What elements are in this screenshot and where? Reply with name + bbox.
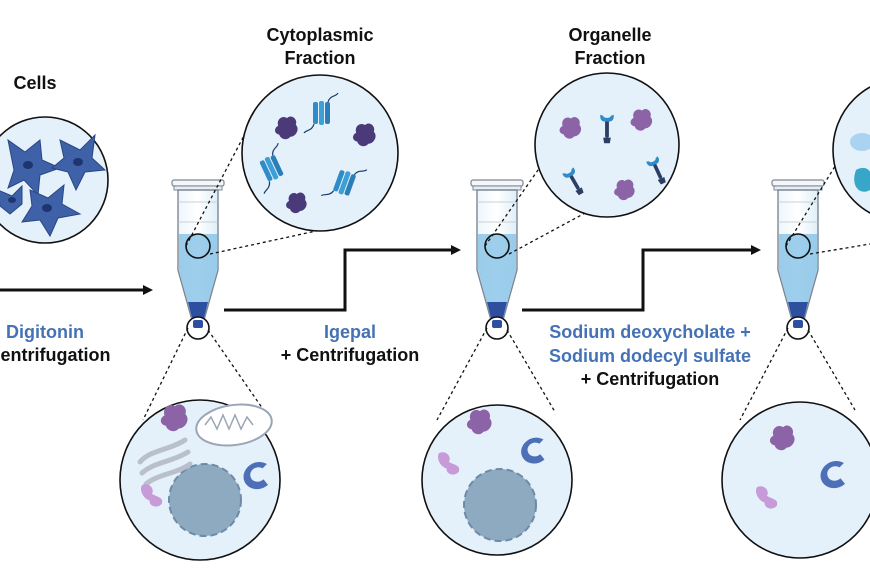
pellet-circle-2 [421, 404, 573, 556]
cytoplasmic-fraction-label-line2: Fraction [284, 48, 356, 68]
cells-circle [0, 116, 109, 244]
organelle-fraction-label-line2: Fraction [574, 48, 646, 68]
cytoplasmic-fraction-circle [241, 74, 399, 232]
step1-action-label: + Centrifugation [0, 345, 111, 365]
cytoplasmic-fraction-label-line1: Cytoplasmic [266, 25, 374, 45]
process-arrow-icon [224, 245, 461, 312]
step3-action-label: + Centrifugation [580, 369, 720, 389]
step2-action-label: + Centrifugation [280, 345, 420, 365]
microcentrifuge-tube-icon [470, 179, 524, 340]
pellet-circle-1 [119, 399, 281, 561]
microcentrifuge-tube-icon [771, 179, 825, 340]
nucleus-icon [168, 463, 242, 537]
organelle-fraction-label-line1: Organelle [568, 25, 652, 45]
organelle-fraction-circle [534, 72, 680, 218]
golgi-apparatus-icon [137, 437, 193, 487]
nucleus-icon [463, 468, 537, 542]
zoom-lines-third [739, 149, 870, 421]
mitochondrion-icon [195, 403, 273, 447]
process-arrow-icon [522, 245, 761, 312]
microcentrifuge-tube-icon [171, 179, 225, 340]
zoom-lines-cytoplasmic [142, 127, 331, 421]
pellet-circle-3 [721, 401, 870, 559]
third-fraction-circle [832, 86, 870, 214]
step3-reagent-label-line1: Sodium deoxycholate + [549, 322, 751, 342]
step3-reagent-label-line2: Sodium dodecyl sulfate [548, 346, 752, 366]
step1-reagent-label: Digitonin [6, 322, 84, 342]
step2-reagent-label: Igepal [323, 322, 376, 342]
cells-label: Cells [13, 73, 57, 93]
